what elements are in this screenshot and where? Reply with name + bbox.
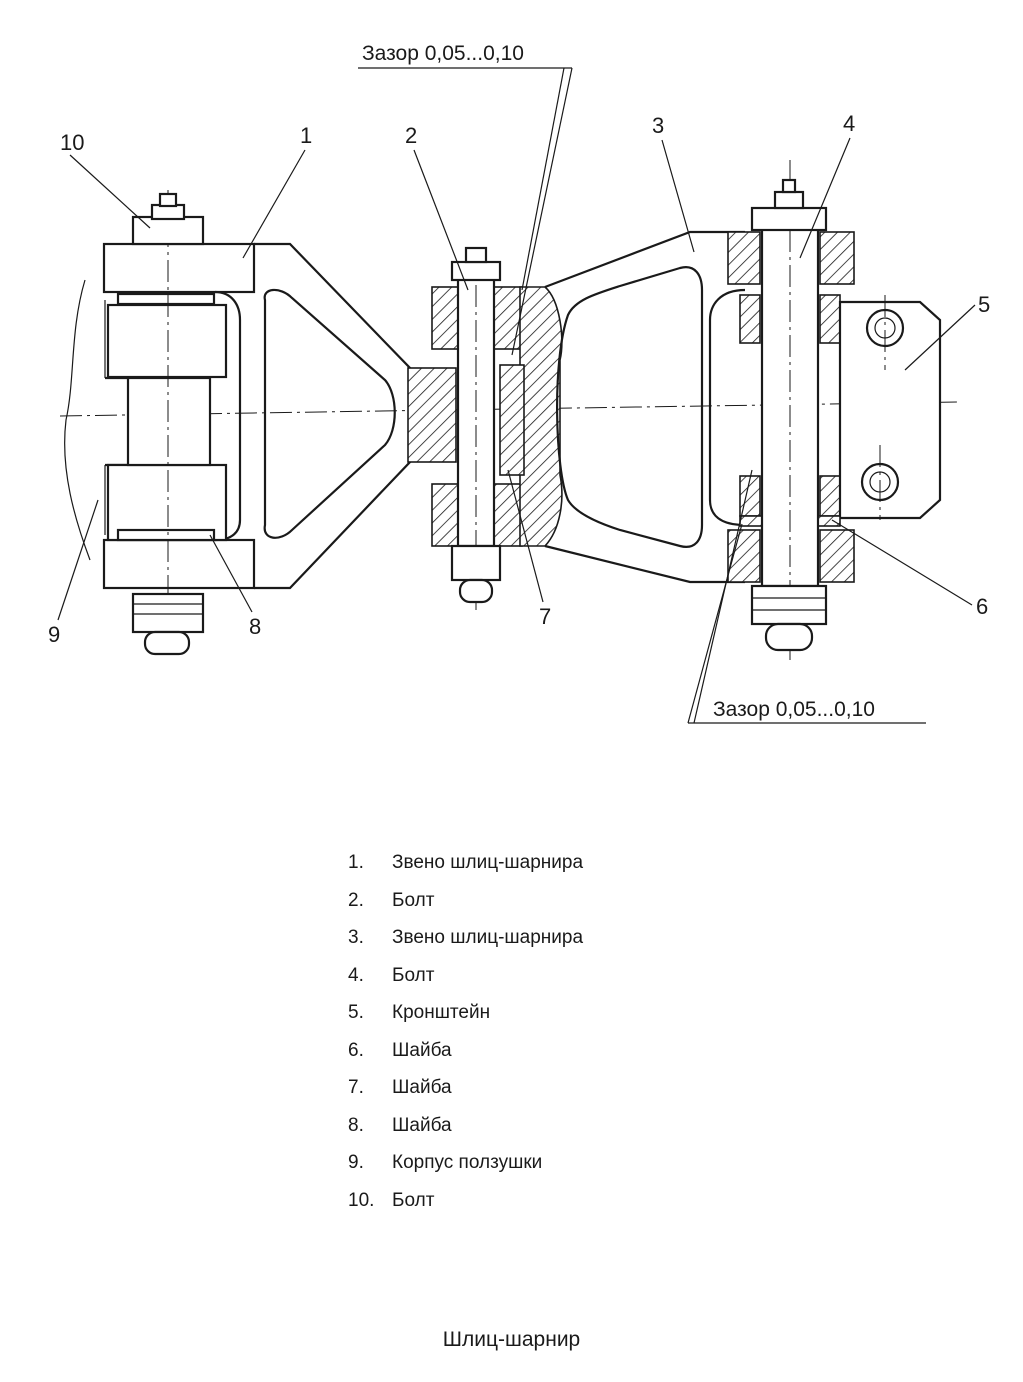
svg-text:Зазор 0,05...0,10: Зазор 0,05...0,10: [713, 698, 875, 721]
legend-item: 8.Шайба: [348, 1114, 452, 1136]
svg-text:9: 9: [48, 622, 60, 647]
svg-text:10: 10: [60, 130, 84, 155]
callout-3: 3: [652, 113, 695, 253]
callout-8: 8: [209, 534, 261, 639]
clearance-callout-top: Зазор 0,05...0,10: [358, 42, 573, 356]
svg-text:Зазор 0,05...0,10: Зазор 0,05...0,10: [362, 42, 524, 65]
svg-text:2: 2: [405, 123, 417, 148]
callout-5: 5: [904, 292, 990, 371]
torque-link-drawing: Зазор 0,05...0,10 Зазор 0,05...0,10 10 1…: [48, 42, 990, 724]
figure-caption: Шлиц-шарнир: [442, 1328, 581, 1351]
legend-item: 5.Кронштейн: [348, 1002, 491, 1023]
callout-9: 9: [48, 499, 99, 647]
callout-6: 6: [831, 519, 988, 619]
callout-10: 10: [60, 130, 151, 229]
svg-text:5: 5: [978, 292, 990, 317]
legend-item: 7.Шайба: [348, 1077, 452, 1098]
right-joint: [727, 160, 942, 660]
callout-2: 2: [405, 123, 469, 291]
legend-item: 4.Болт: [348, 964, 435, 986]
callout-7: 7: [507, 469, 551, 629]
link-3: [544, 230, 746, 584]
parts-legend: 1.Звено шлиц-шарнира 2.Болт 3.Звено шлиц…: [348, 852, 583, 1227]
link-1: [102, 190, 412, 600]
legend-item: 1.Звено шлиц-шарнира: [348, 852, 584, 873]
svg-text:3: 3: [652, 113, 664, 138]
legend-item: 2.Болт: [348, 889, 435, 911]
callout-1: 1: [242, 123, 312, 259]
legend-item: 9.Корпус ползушки: [348, 1152, 543, 1173]
legend-item: 3.Звено шлиц-шарнира: [348, 927, 584, 948]
bolt-10: [131, 192, 205, 656]
legend-item: 10.Болт: [348, 1189, 435, 1211]
svg-text:8: 8: [249, 614, 261, 639]
svg-text:4: 4: [843, 111, 855, 136]
svg-text:6: 6: [976, 594, 988, 619]
legend-item: 6.Шайба: [348, 1039, 452, 1061]
middle-joint: [407, 246, 563, 610]
callout-4: 4: [799, 111, 855, 259]
svg-text:7: 7: [539, 604, 551, 629]
svg-text:1: 1: [300, 123, 312, 148]
clearance-callout-bottom: Зазор 0,05...0,10: [687, 469, 926, 724]
